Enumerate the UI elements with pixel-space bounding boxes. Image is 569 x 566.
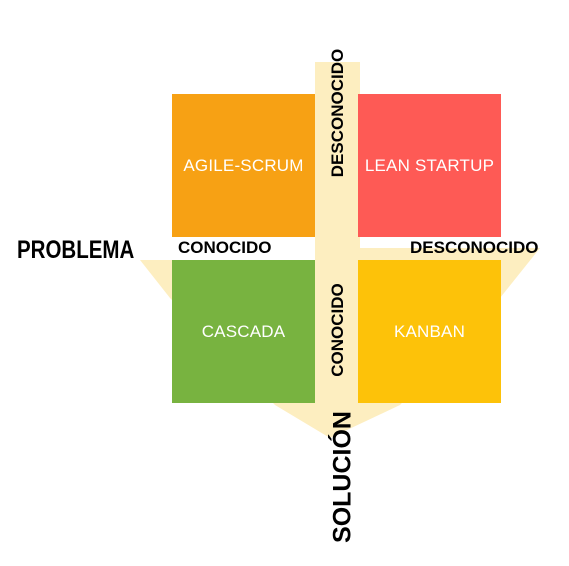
quadrant-label-cascada: CASCADA: [201, 321, 286, 341]
axis-label-problema-desconocido: DESCONOCIDO: [410, 238, 539, 257]
quadrant-label-agile-scrum: AGILE-SCRUM: [183, 155, 304, 175]
quadrant-label-kanban: KANBAN: [393, 321, 466, 341]
axis-label-solucion-conocido: CONOCIDO: [328, 283, 347, 377]
quadrant-kanban: KANBAN: [358, 260, 501, 403]
axis-label-solucion-desconocido: DESCONOCIDO: [328, 48, 347, 178]
quadrant-lean-startup: LEAN STARTUP: [358, 94, 501, 237]
quadrant-label-lean-startup: LEAN STARTUP: [364, 155, 495, 175]
axis-label-problema-conocido: CONOCIDO: [178, 238, 272, 257]
quadrant-agile-scrum: AGILE-SCRUM: [172, 94, 315, 237]
axis-title-problema: PROBLEMA: [17, 236, 135, 264]
axis-title-solucion: SOLUCIÓN: [328, 411, 357, 543]
quadrant-cascada: CASCADA: [172, 260, 315, 403]
